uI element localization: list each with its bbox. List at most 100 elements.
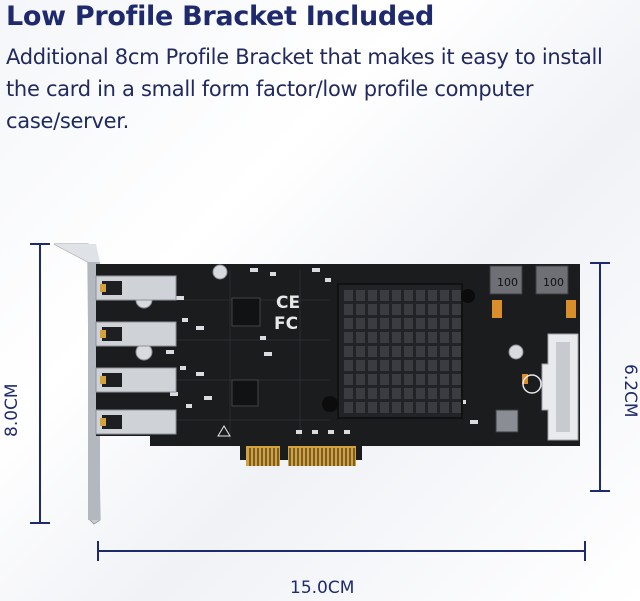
heatsink-fin (404, 402, 413, 413)
heatsink-fin (356, 346, 365, 357)
heatsink-fin (440, 290, 449, 301)
dimension-label-card-height: 6.2CM (620, 364, 640, 418)
heatsink-fin (428, 290, 437, 301)
inductor (495, 409, 519, 433)
heatsink-fin (404, 332, 413, 343)
heatsink-fin (368, 318, 377, 329)
heatsink-fin (440, 318, 449, 329)
heatsink-fin (416, 290, 425, 301)
heatsink-fin (392, 332, 401, 343)
heatsink-fin (380, 304, 389, 315)
heatsink-fin (368, 388, 377, 399)
heatsink-fin (416, 332, 425, 343)
heatsink-fin (392, 318, 401, 329)
heatsink-fin (404, 374, 413, 385)
rohs-mark (522, 374, 542, 394)
heatsink-fin (416, 374, 425, 385)
heatsink-fin (428, 318, 437, 329)
heatsink-fin (356, 402, 365, 413)
fcc-mark: FC (274, 314, 298, 334)
heatsink-icon (322, 283, 475, 419)
heatsink-fin (440, 304, 449, 315)
heatsink-fin (428, 332, 437, 343)
heatsink-fin (392, 360, 401, 371)
heatsink-fin (380, 346, 389, 357)
heatsink-fin (452, 290, 461, 301)
heatsink-fin (344, 374, 353, 385)
heatsink-fin (416, 318, 425, 329)
heatsink-fin (380, 360, 389, 371)
heatsink-fin (380, 402, 389, 413)
heatsink-fin (428, 374, 437, 385)
heatsink-fin (380, 290, 389, 301)
heatsink-fin (452, 332, 461, 343)
inductor: 100 (489, 265, 523, 295)
heatsink-fin (344, 360, 353, 371)
heatsink-fin (440, 360, 449, 371)
heatsink-fin (356, 360, 365, 371)
heatsink-fin (452, 304, 461, 315)
heatsink-fin (368, 346, 377, 357)
heatsink-fin (452, 402, 461, 413)
heatsink-fin (344, 304, 353, 315)
heatsink-fin (392, 346, 401, 357)
heatsink-fin (416, 304, 425, 315)
heatsink-fin (368, 360, 377, 371)
controller-chip (231, 297, 261, 327)
warning-triangle-icon (217, 425, 231, 437)
usb-port-icon (95, 321, 177, 347)
heatsink-fin (452, 388, 461, 399)
heatsink-fin (356, 374, 365, 385)
heatsink-fin (392, 402, 401, 413)
heatsink-fin (344, 388, 353, 399)
heatsink-fin (440, 332, 449, 343)
heatsink-fin (356, 304, 365, 315)
heatsink-fin (452, 360, 461, 371)
heatsink-fin (404, 346, 413, 357)
heatsink-fin (452, 346, 461, 357)
ce-mark: CE (276, 293, 300, 313)
usb-port-icon (95, 275, 177, 301)
heatsink-fin (392, 290, 401, 301)
svg-text:100: 100 (497, 276, 518, 289)
description-line: case/server. (6, 109, 129, 133)
low-profile-bracket (53, 243, 101, 525)
heatsink-fin (344, 346, 353, 357)
heatsink-fin (368, 332, 377, 343)
heatsink-fin (428, 304, 437, 315)
dimension-line-bracket-height (30, 243, 50, 524)
description-line: the card in a small form factor/low prof… (6, 77, 534, 101)
heatsink-fin (368, 304, 377, 315)
heatsink-fin (380, 318, 389, 329)
pcie-gold-fingers-icon (246, 446, 356, 466)
heatsink-fin (344, 290, 353, 301)
heatsink-fin (344, 402, 353, 413)
heatsink-fin (416, 388, 425, 399)
heatsink-fin (344, 332, 353, 343)
heatsink-fin (440, 346, 449, 357)
svg-text:100: 100 (543, 276, 564, 289)
heatsink-fin (404, 304, 413, 315)
heatsink-fin (404, 318, 413, 329)
heatsink-fin (392, 374, 401, 385)
sata-power-connector-icon (541, 333, 579, 441)
heatsink-fin (404, 360, 413, 371)
heatsink-fin (356, 388, 365, 399)
heatsink-fin (404, 388, 413, 399)
heatsink-fin (404, 290, 413, 301)
heatsink-fin (416, 346, 425, 357)
usb-port-icon (95, 367, 177, 393)
heatsink-fin (428, 402, 437, 413)
heatsink-fin (428, 388, 437, 399)
heatsink-fin (356, 318, 365, 329)
heatsink-fin (428, 346, 437, 357)
heatsink-fin (440, 388, 449, 399)
heatsink-fin (380, 388, 389, 399)
page-title: Low Profile Bracket Included (6, 1, 435, 32)
usb-port-icon (95, 409, 177, 435)
controller-chip (231, 379, 259, 407)
dimension-line-card-length (97, 541, 586, 561)
heatsink-fin (368, 402, 377, 413)
heatsink-fin (368, 290, 377, 301)
